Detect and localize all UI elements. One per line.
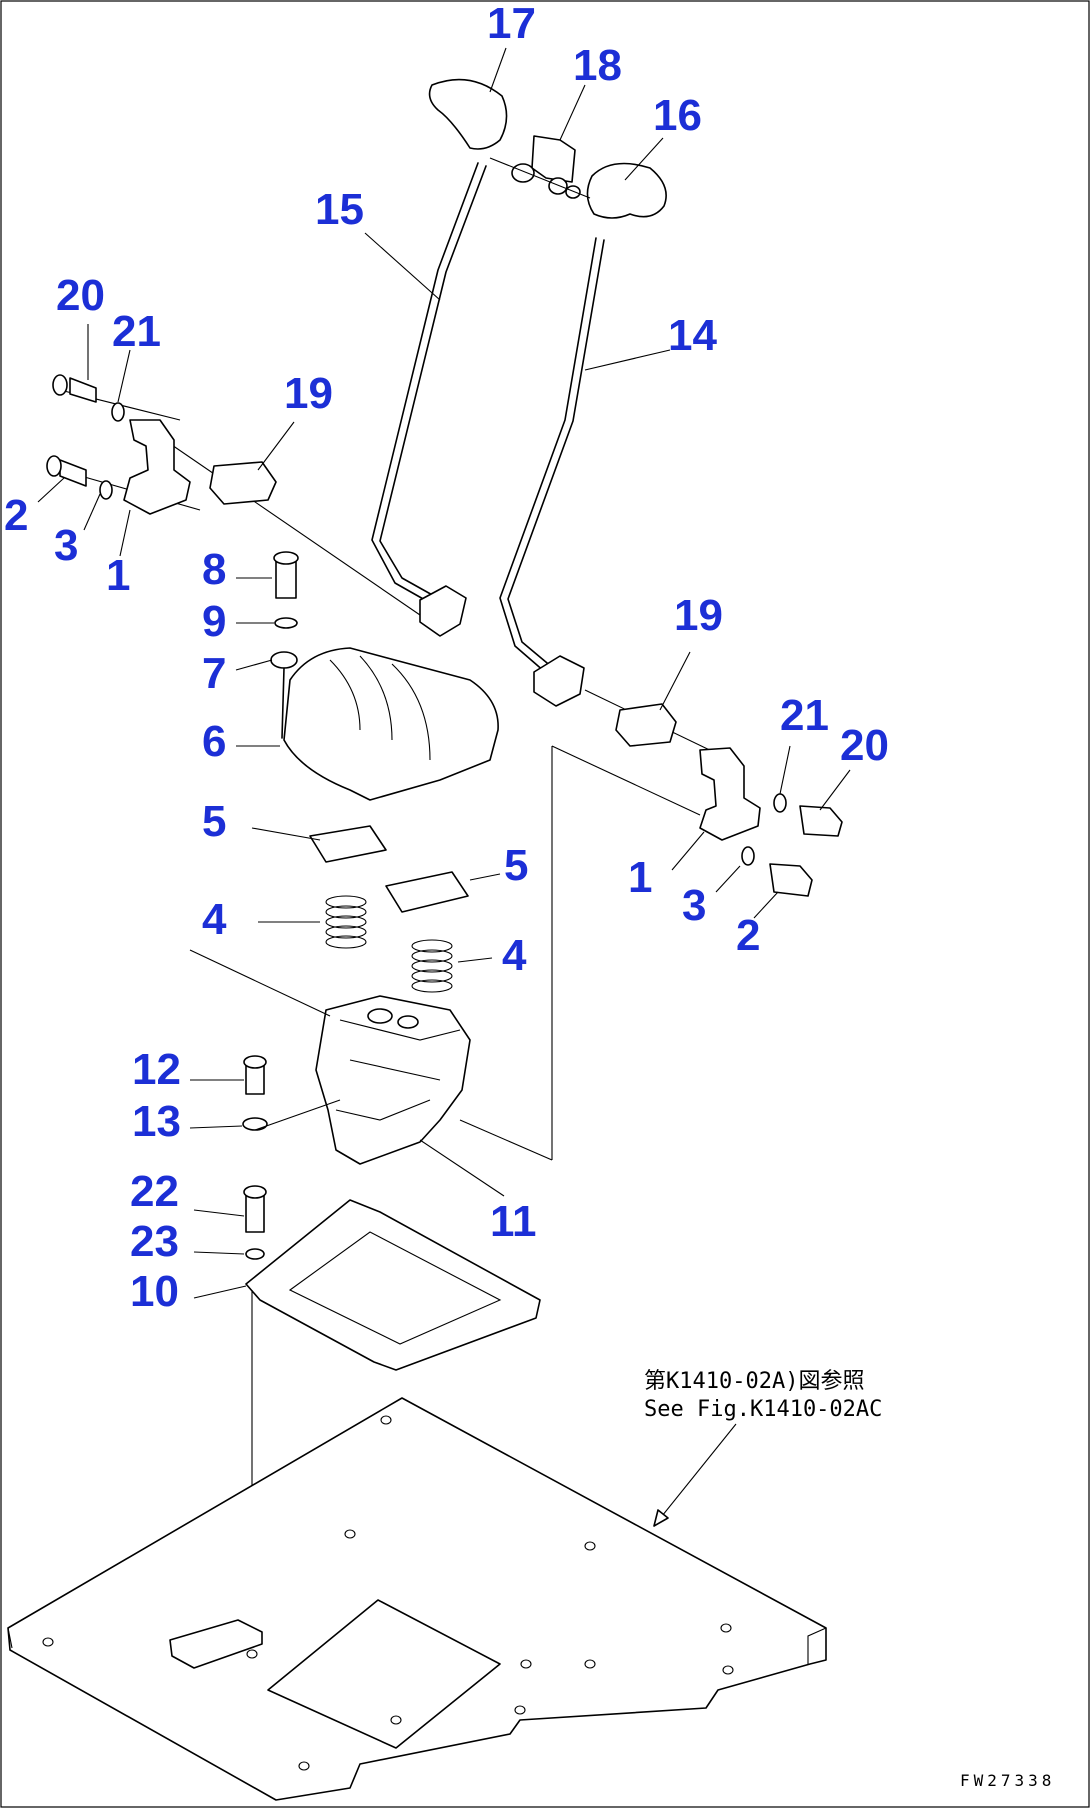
lever-bracket-15 <box>419 585 467 637</box>
callout-18: 18 <box>573 41 622 90</box>
callout-10: 10 <box>130 1267 179 1316</box>
drawing-code: FW27338 <box>960 1771 1055 1790</box>
callout-9: 9 <box>202 597 226 646</box>
lever-bracket-14 <box>533 655 585 707</box>
callout-17: 17 <box>487 0 536 48</box>
reference-note: 第K1410-02A)図参照 See Fig.K1410-02AC <box>644 1369 882 1527</box>
callout-labels: 17 18 16 15 14 20 21 19 2 3 1 8 9 7 6 5 … <box>4 0 889 1316</box>
pilot-valve-11 <box>315 995 471 1165</box>
spring-4-left <box>325 895 367 949</box>
floor-plate <box>7 1397 827 1801</box>
callout-4-left: 4 <box>202 895 227 944</box>
callout-5-left: 5 <box>202 797 226 846</box>
bolt-2-left <box>59 459 87 487</box>
knob-17 <box>428 78 508 150</box>
callout-leaders <box>37 47 851 1299</box>
left-linkage <box>46 374 421 616</box>
callout-13: 13 <box>132 1097 181 1146</box>
bracket-1-left <box>123 419 191 515</box>
callout-2-left: 2 <box>4 491 28 540</box>
bolt-20-left <box>69 377 97 403</box>
nut-7 <box>270 651 298 669</box>
floor-opening <box>267 1599 501 1749</box>
callout-12: 12 <box>132 1045 181 1094</box>
callout-8: 8 <box>202 545 226 594</box>
knob-16 <box>586 162 667 219</box>
washer-13 <box>242 1117 268 1131</box>
callout-21-right: 21 <box>780 691 829 740</box>
bolt-20-right <box>799 805 843 837</box>
switch-18 <box>531 135 576 183</box>
spring-4-right <box>411 939 453 993</box>
callout-14: 14 <box>668 311 717 360</box>
floor-block <box>169 1619 263 1669</box>
washer-21-right <box>773 793 787 813</box>
callout-19-left: 19 <box>284 369 333 418</box>
callout-3-right: 3 <box>682 881 706 930</box>
callout-7: 7 <box>202 649 226 698</box>
bolt-2-right <box>769 863 813 897</box>
clip-19-right <box>615 703 677 747</box>
clip-19-left <box>209 461 277 505</box>
lever-rod-14 <box>499 237 597 686</box>
callout-6: 6 <box>202 717 226 766</box>
cap-5-right <box>385 871 469 913</box>
valve-assembly <box>189 551 701 1650</box>
callout-5-right: 5 <box>504 841 528 890</box>
reference-note-en: See Fig.K1410-02AC <box>644 1397 882 1422</box>
washer-23 <box>245 1248 265 1260</box>
callout-19-right: 19 <box>674 591 723 640</box>
cap-5-left <box>309 825 387 863</box>
callout-15: 15 <box>315 185 364 234</box>
callout-11: 11 <box>490 1197 537 1246</box>
washer-21-left <box>111 402 125 422</box>
callout-2-right: 2 <box>736 911 760 960</box>
callout-1-left: 1 <box>106 551 130 600</box>
reference-note-jp: 第K1410-02A)図参照 <box>644 1369 864 1394</box>
callout-23: 23 <box>130 1217 179 1266</box>
washer-3-right <box>741 846 755 866</box>
callout-20-right: 20 <box>840 721 889 770</box>
plate-10 <box>245 1199 541 1371</box>
bracket-1-right <box>699 747 761 841</box>
callout-1-right: 1 <box>628 853 652 902</box>
lever-rod-15 <box>371 162 479 614</box>
washer-3-left <box>99 480 113 500</box>
callout-4-right: 4 <box>502 931 527 980</box>
callout-3-left: 3 <box>54 521 78 570</box>
callout-20-left: 20 <box>56 271 105 320</box>
callout-22: 22 <box>130 1167 179 1216</box>
callout-16: 16 <box>653 91 702 140</box>
reference-arrow <box>653 1509 669 1527</box>
callout-21-left: 21 <box>112 307 161 356</box>
lever-assembly <box>371 78 667 707</box>
washer-9 <box>274 617 298 629</box>
right-linkage <box>584 689 843 897</box>
